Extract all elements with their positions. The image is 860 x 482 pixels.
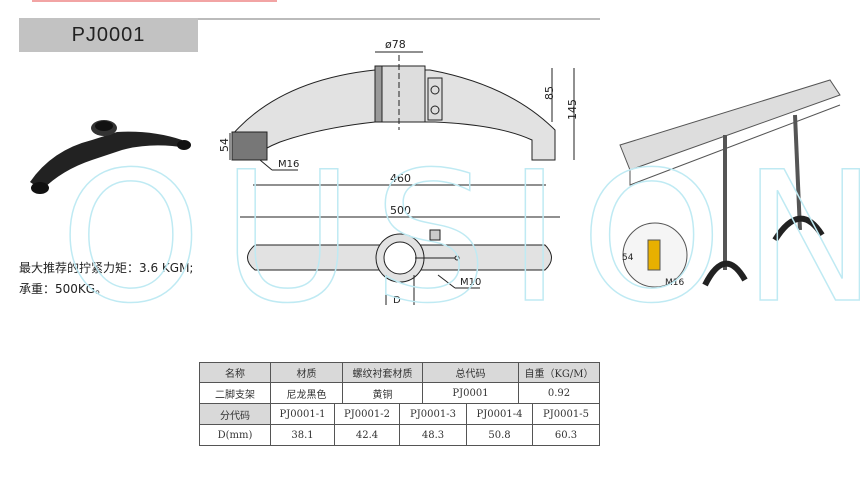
dim-500: 500 [390,204,411,217]
dim-145: 145 [566,99,579,120]
label-m16: M16 [278,159,299,170]
td-code: PJ0001 [422,382,519,404]
dim-460: 460 [390,172,411,185]
th-code: 总代码 [422,362,519,383]
product-title: PJ0001 [19,18,198,52]
dia-3: 48.3 [399,424,467,446]
product-photo [30,120,191,194]
spec-table: 名称 材质 螺纹衬套材质 总代码 自重（KG/M） 二脚支架 尼龙黑色 黄铜 P… [199,362,600,446]
header-rule [198,18,600,20]
detail-m16: M16 [665,278,684,288]
th-name: 名称 [199,362,271,383]
th-insert-material: 螺纹衬套材质 [342,362,423,383]
subcode-4: PJ0001-4 [466,403,533,425]
th-material: 材质 [270,362,343,383]
td-name: 二脚支架 [199,382,271,404]
th-weight: 自重（KG/M） [518,362,600,383]
th-diameter: D(mm) [199,424,271,446]
td-weight: 0.92 [518,382,600,404]
application-photo: 54 M16 [619,79,841,288]
dim-d: D [393,295,401,306]
dia-1: 38.1 [270,424,335,446]
dim-diameter: ø78 [385,38,406,51]
detail-54: 54 [622,253,634,263]
th-subcode: 分代码 [199,403,271,425]
dia-5: 60.3 [532,424,600,446]
subcode-5: PJ0001-5 [532,403,600,425]
subcode-2: PJ0001-2 [334,403,400,425]
subcode-1: PJ0001-1 [270,403,335,425]
dim-54: 54 [218,138,231,152]
load-spec: 承重：500KG。 [19,282,108,296]
torque-spec: 最大推荐的拧紧力矩：3.6 KGM; [19,261,194,275]
subcode-3: PJ0001-3 [399,403,467,425]
label-m10: M10 [460,277,481,288]
td-insert-material: 黄铜 [342,382,423,404]
td-material: 尼龙黑色 [270,382,343,404]
top-accent-bar [32,0,277,2]
dia-2: 42.4 [334,424,400,446]
technical-drawing: ø78 85 145 54 M16 460 500 M10 D [218,38,579,306]
dim-85: 85 [543,86,556,100]
dia-4: 50.8 [466,424,533,446]
